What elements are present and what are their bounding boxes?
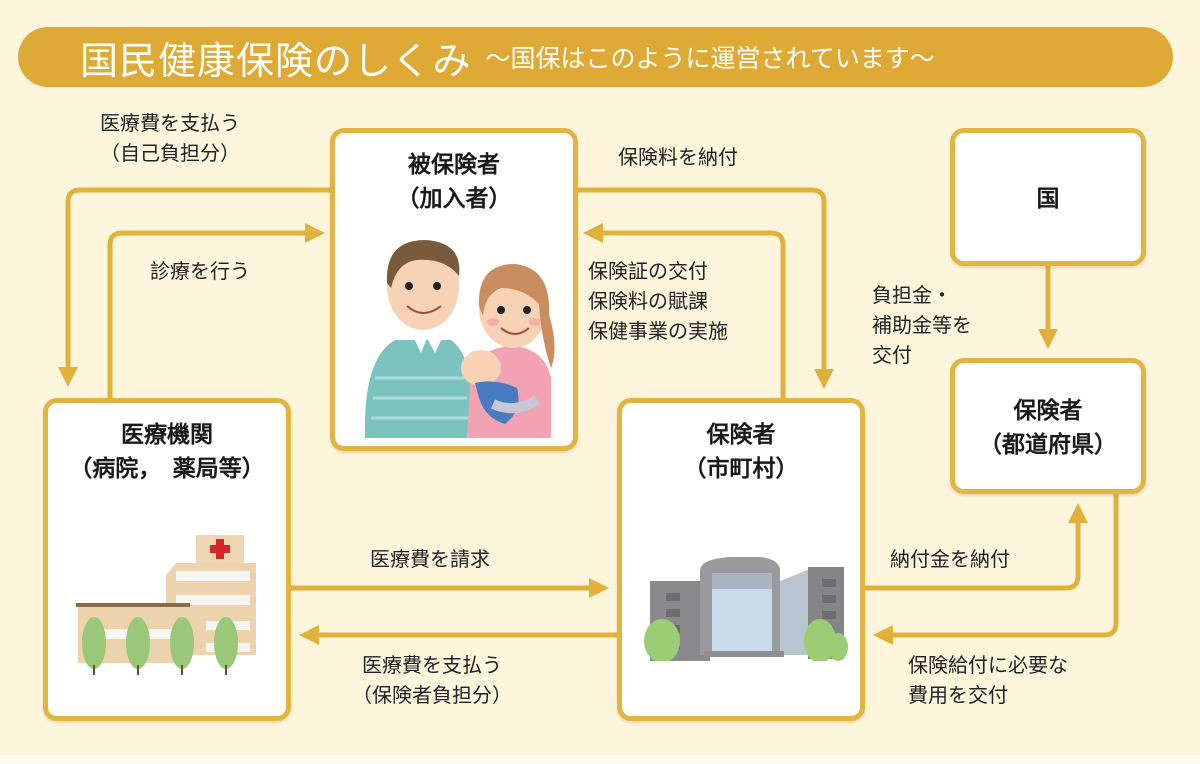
flow-label-contribution: 納付金を納付 bbox=[890, 547, 1010, 571]
flow-label-benefit-funds: 保険給付に必要な 費用を交付 bbox=[908, 653, 1068, 707]
node-prefecture-subtitle: （都道府県） bbox=[979, 432, 1117, 458]
node-medical: 医療機関 （病院， 薬局等） bbox=[43, 398, 291, 721]
node-insured-title: 被保険者 bbox=[408, 152, 500, 178]
arrow-municipal-to-prefecture bbox=[862, 503, 1088, 591]
hospital-icon bbox=[76, 535, 256, 675]
page-title: 国民健康保険のしくみ bbox=[80, 38, 472, 83]
node-prefecture-title: 保険者 bbox=[1013, 398, 1083, 424]
flow-label-medical-claim: 医療費を請求 bbox=[370, 547, 490, 571]
node-nation-title: 国 bbox=[1036, 186, 1060, 212]
arrow-municipal-to-insured bbox=[583, 223, 786, 398]
city-hall-icon bbox=[644, 557, 848, 661]
flow-label-insurer-services: 保険証の交付 保険料の賦課 保健事業の実施 bbox=[588, 259, 728, 343]
arrow-prefecture-to-municipal bbox=[873, 492, 1119, 645]
node-nation: 国 bbox=[950, 128, 1146, 266]
node-prefecture: 保険者 （都道府県） bbox=[950, 358, 1146, 494]
family-icon bbox=[364, 240, 555, 438]
node-medical-subtitle: （病院， 薬局等） bbox=[69, 456, 265, 482]
node-medical-title: 医療機関 bbox=[121, 422, 213, 448]
flow-label-insurer-payment: 医療費を支払う （保険者負担分） bbox=[352, 653, 512, 707]
flow-label-national-subsidy: 負担金・ 補助金等を 交付 bbox=[872, 283, 972, 367]
arrow-medical-to-insured bbox=[107, 223, 325, 398]
flow-label-self-pay: 医療費を支払う （自己負担分） bbox=[100, 111, 240, 165]
node-municipal: 保険者 （市町村） bbox=[617, 398, 865, 721]
node-municipal-subtitle: （市町村） bbox=[683, 456, 799, 482]
node-municipal-title: 保険者 bbox=[706, 422, 776, 448]
arrow-insured-to-municipal bbox=[575, 187, 834, 389]
node-insured-subtitle: （加入者） bbox=[396, 186, 512, 212]
node-insured: 被保険者 （加入者） bbox=[330, 128, 578, 451]
flow-label-premium-payment: 保険料を納付 bbox=[618, 145, 738, 169]
title-bar: 国民健康保険のしくみ ～国保はこのように運営されています～ bbox=[18, 27, 1173, 87]
arrow-insured-to-medical bbox=[58, 187, 333, 387]
flow-label-treatment: 診療を行う bbox=[150, 259, 250, 283]
page-subtitle: ～国保はこのように運営されています～ bbox=[485, 44, 935, 73]
bottom-strip bbox=[0, 755, 1200, 764]
